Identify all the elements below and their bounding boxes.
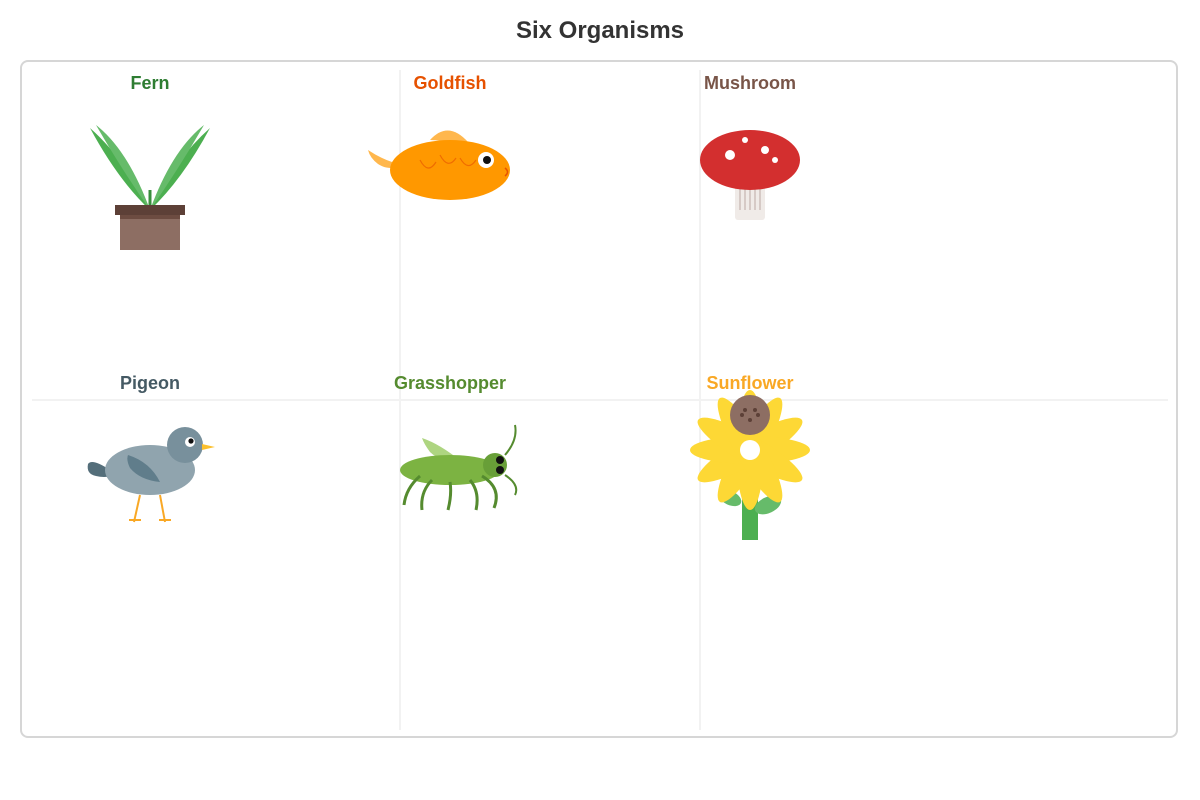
organism-label-mushroom: Mushroom bbox=[704, 73, 796, 93]
goldfish-icon bbox=[368, 130, 510, 200]
pigeon-icon bbox=[87, 427, 215, 523]
organism-label-sunflower: Sunflower bbox=[706, 373, 794, 393]
sunflower-icon bbox=[690, 390, 810, 540]
organism-label-goldfish: Goldfish bbox=[413, 73, 487, 93]
grasshopper-icon bbox=[400, 424, 518, 511]
organism-label-grasshopper: Grasshopper bbox=[393, 373, 507, 393]
grid-divider-horizontal bbox=[32, 399, 1168, 401]
organism-label-fern: Fern bbox=[130, 73, 170, 93]
mushroom-icon bbox=[700, 130, 800, 220]
organism-label-pigeon: Pigeon bbox=[119, 373, 180, 393]
fern-icon bbox=[90, 125, 210, 250]
page-title: Six Organisms bbox=[515, 17, 685, 44]
